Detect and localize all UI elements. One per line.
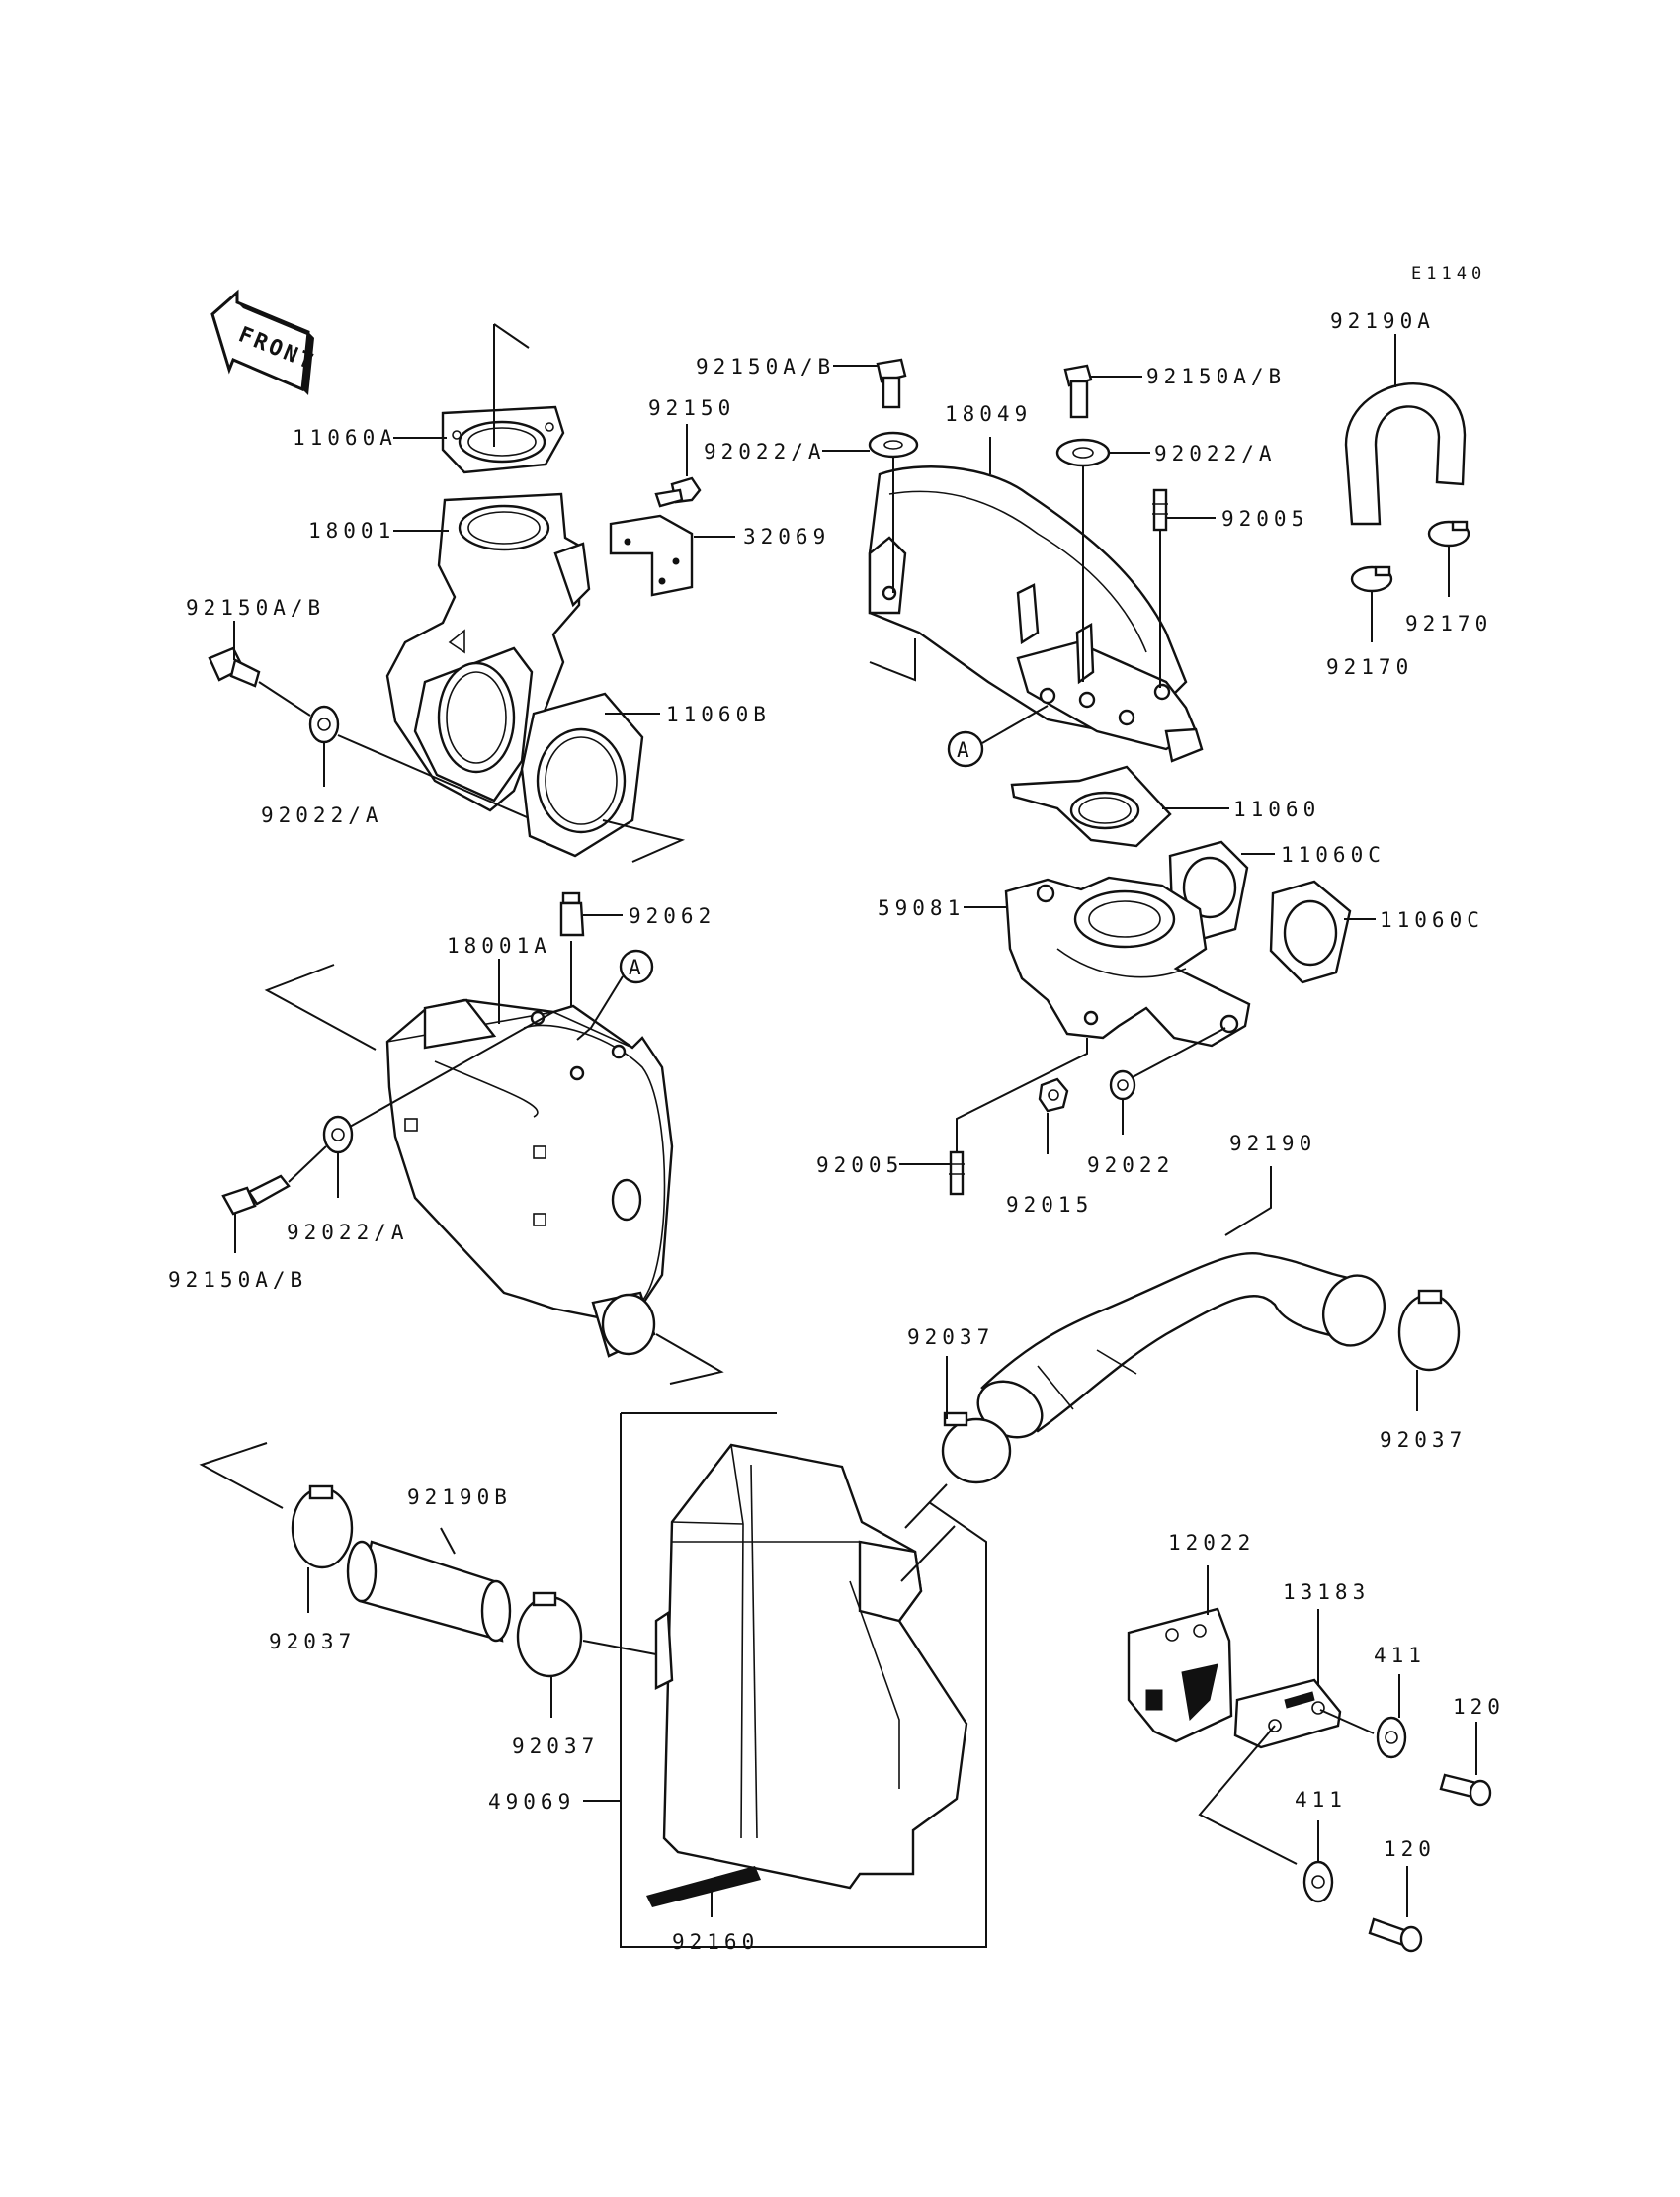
washer-411-a — [1376, 1716, 1407, 1759]
label-92150ab-left: 92150A/B — [186, 596, 325, 620]
bracket-32069 — [609, 514, 694, 597]
washer-92022a-top-a — [868, 431, 919, 459]
leader-lines — [233, 334, 1477, 1917]
hose-92190a — [1344, 382, 1467, 526]
clamp-92170-a — [1427, 520, 1470, 548]
label-11060b: 11060B — [666, 703, 771, 726]
label-92190b: 92190B — [407, 1485, 512, 1509]
washer-92022 — [1109, 1069, 1136, 1101]
label-92170-a: 92170 — [1405, 612, 1492, 635]
muffler-49069 — [654, 1443, 968, 1890]
label-13183: 13183 — [1283, 1580, 1370, 1604]
washer-92022a-left — [308, 705, 340, 744]
label-92037-c: 92037 — [269, 1630, 356, 1653]
label-11060c-b: 11060C — [1380, 908, 1484, 932]
label-49069: 49069 — [488, 1790, 575, 1814]
gasket-11060 — [1010, 765, 1172, 848]
washer-92022a-top-b — [1055, 438, 1111, 467]
label-92170-b: 92170 — [1326, 655, 1413, 679]
clamp-92037-c — [291, 1484, 354, 1569]
water-box-18001a — [385, 998, 674, 1322]
washer-92022a-mid — [322, 1115, 354, 1154]
label-411-a: 411 — [1374, 1644, 1426, 1667]
label-92022a-top-b: 92022/A — [1154, 442, 1277, 465]
washer-411-b — [1302, 1860, 1334, 1903]
gasket-11060a — [441, 405, 565, 474]
label-92160 — [646, 1866, 761, 1907]
gasket-11060c-b — [1269, 880, 1352, 984]
elbow-59081 — [1004, 876, 1251, 1048]
label-92015: 92015 — [1006, 1193, 1093, 1217]
label-12022: 12022 — [1168, 1531, 1255, 1555]
nut-92015 — [1038, 1077, 1069, 1113]
gasket-11060b — [520, 692, 644, 858]
label-92150ab-top-a: 92150A/B — [696, 355, 835, 379]
label-92037-b: 92037 — [907, 1325, 994, 1349]
callout-a-upper — [947, 730, 984, 768]
screw-120-a — [1439, 1773, 1492, 1807]
label-92022a-top-a: 92022/A — [704, 440, 826, 464]
hose-92190b — [346, 1540, 512, 1643]
label-11060a: 11060A — [293, 426, 397, 450]
label-59081: 59081 — [878, 896, 965, 920]
muffler-box-frame — [620, 1412, 987, 1948]
callout-a-mid-label: A — [629, 956, 641, 979]
label-92062: 92062 — [629, 904, 715, 928]
label-18049: 18049 — [945, 402, 1032, 426]
sensor-92062 — [559, 891, 585, 937]
emblem-13183 — [1233, 1678, 1342, 1749]
front-arrow-icon: FRONT — [210, 289, 318, 395]
label-18001a: 18001A — [447, 934, 551, 958]
label-411-b: 411 — [1295, 1788, 1347, 1812]
nipple-92005-top — [1152, 488, 1168, 532]
callout-a-mid — [619, 949, 654, 984]
label-92150ab-mid: 92150A/B — [168, 1268, 307, 1292]
diagram-code: E1140 — [1411, 264, 1486, 284]
label-92190: 92190 — [1229, 1132, 1316, 1155]
emblem-12022 — [1127, 1607, 1233, 1743]
label-92005-mid: 92005 — [816, 1153, 903, 1177]
outlet-pipe-18001a — [591, 1291, 656, 1358]
label-120-b: 120 — [1384, 1837, 1436, 1861]
label-92150ab-top-b: 92150A/B — [1146, 365, 1286, 388]
screw-120-b — [1368, 1917, 1423, 1953]
label-92150: 92150 — [648, 396, 735, 420]
clamp-92170-b — [1350, 565, 1393, 593]
label-92022a-left: 92022/A — [261, 803, 383, 827]
hose-92190 — [976, 1251, 1386, 1439]
bolt-92150ab-mid — [221, 1174, 291, 1216]
label-92037-d: 92037 — [512, 1734, 599, 1758]
label-92190a: 92190A — [1330, 309, 1435, 333]
label-11060c-a: 11060C — [1281, 843, 1386, 867]
bolt-92150 — [654, 476, 702, 508]
label-32069: 32069 — [743, 525, 830, 549]
label-92022: 92022 — [1087, 1153, 1174, 1177]
bolt-92150ab-top-b — [1063, 364, 1093, 419]
clamp-92037-d — [516, 1591, 583, 1678]
label-120-a: 120 — [1453, 1695, 1505, 1719]
callout-a-upper-label: A — [957, 738, 969, 762]
label-92037-a: 92037 — [1380, 1428, 1467, 1452]
clamp-92037-a — [1397, 1289, 1461, 1372]
label-92160: 92160 — [672, 1930, 759, 1954]
bolt-92150ab-left — [208, 646, 261, 688]
label-11060: 11060 — [1233, 798, 1320, 821]
exhaust-pipe-18001 — [385, 492, 591, 812]
label-18001: 18001 — [308, 519, 395, 543]
manifold-18049 — [868, 465, 1204, 763]
label-92022a-mid: 92022/A — [287, 1221, 409, 1244]
label-92005-top: 92005 — [1221, 507, 1308, 531]
clamp-92037-b — [941, 1411, 1012, 1484]
nipple-92005-mid — [949, 1150, 965, 1196]
bolt-92150ab-top-a — [876, 358, 907, 409]
